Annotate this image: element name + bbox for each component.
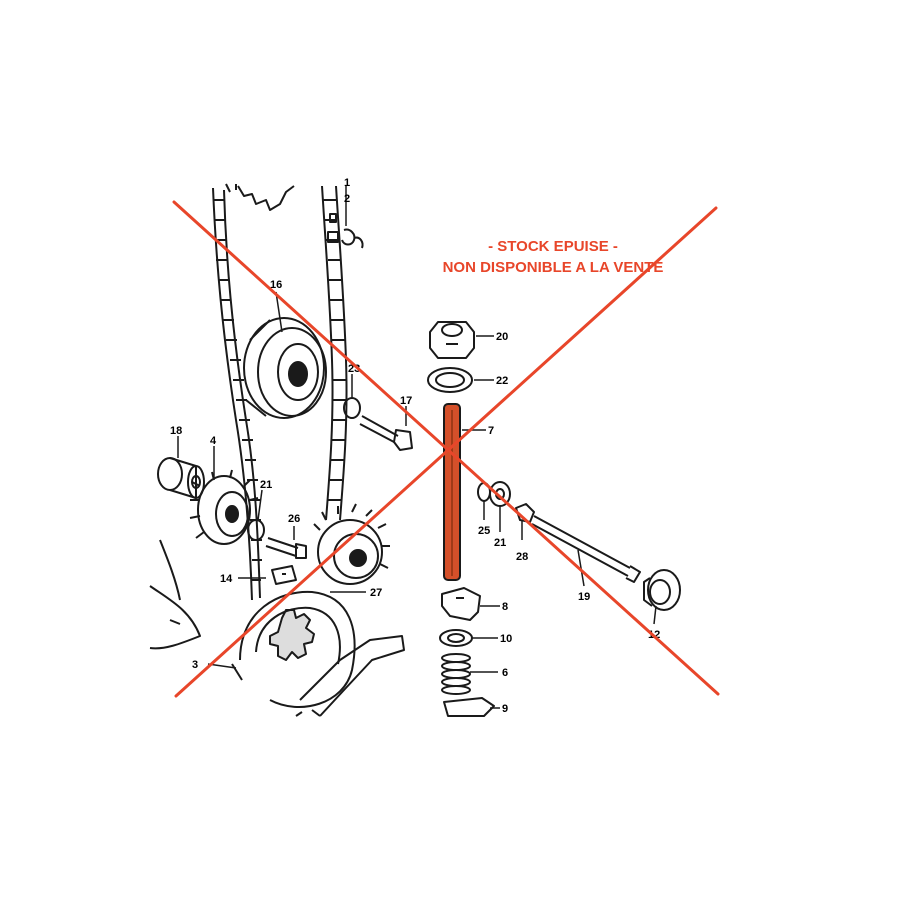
pushrod-7 xyxy=(443,403,461,581)
base-plate-9 xyxy=(443,697,495,717)
bolt-26 xyxy=(265,537,307,559)
chain-left-strand xyxy=(212,187,253,601)
callout-19: 19 xyxy=(578,591,590,603)
washer-10 xyxy=(439,629,473,647)
red-x-cross-icon xyxy=(172,200,720,698)
tensioner-assembly xyxy=(427,321,681,717)
callout-3: 3 xyxy=(192,659,198,671)
callout-2: 2 xyxy=(344,193,350,205)
callout-18: 18 xyxy=(170,425,182,437)
chain-guide-rail xyxy=(299,635,405,717)
nut-28 xyxy=(515,503,535,523)
callout-22: 22 xyxy=(496,375,508,387)
part-14 xyxy=(271,565,297,585)
callout-16: 16 xyxy=(270,279,282,291)
guide-sprocket xyxy=(313,503,390,585)
callout-28: 28 xyxy=(516,551,528,563)
stock-notice-line1: - STOCK EPUISE - xyxy=(488,238,618,255)
callout-9: 9 xyxy=(502,703,508,715)
callout-7: 7 xyxy=(488,425,494,437)
spring-6 xyxy=(441,653,471,695)
stock-notice-line2: NON DISPONIBLE A LA VENTE xyxy=(442,259,664,276)
callout-10: 10 xyxy=(500,633,512,645)
callout-17: 17 xyxy=(400,395,412,407)
callout-4: 4 xyxy=(210,435,217,447)
callout-6: 6 xyxy=(502,667,508,679)
bolt-17 xyxy=(359,415,413,451)
tensioner-pulley xyxy=(243,317,327,419)
washer-22 xyxy=(427,367,473,393)
top-sprocket-fragment xyxy=(237,185,295,211)
callout-1: 1 xyxy=(344,177,350,189)
callout-25: 25 xyxy=(478,525,490,537)
crank-sprocket xyxy=(231,590,356,708)
callout-8: 8 xyxy=(502,601,508,613)
callout-14: 14 xyxy=(220,573,233,585)
leader-lines xyxy=(177,186,657,709)
callout-21a: 21 xyxy=(260,479,272,491)
adjuster-rod-19 xyxy=(531,515,641,583)
timing-chain-assembly xyxy=(149,183,413,717)
callout-numbers: 1 2 16 23 17 18 4 21 26 14 27 3 20 22 7 … xyxy=(170,177,660,715)
callout-27: 27 xyxy=(370,587,382,599)
roller-shaft xyxy=(157,457,205,499)
push-block-8 xyxy=(441,587,481,621)
cap-nut-20 xyxy=(429,321,475,359)
callout-26: 26 xyxy=(288,513,300,525)
knob-12 xyxy=(643,569,681,611)
chain-right-strand xyxy=(321,185,334,521)
stock-notice: - STOCK EPUISE - NON DISPONIBLE A LA VEN… xyxy=(400,236,706,278)
idler-sprocket xyxy=(189,469,259,545)
callout-21b: 21 xyxy=(494,537,506,549)
callout-20: 20 xyxy=(496,331,508,343)
